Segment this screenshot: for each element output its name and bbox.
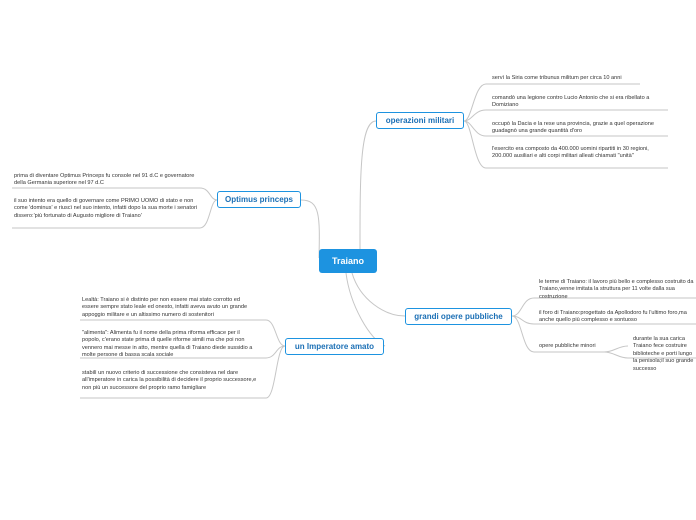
- subtopic-foro[interactable]: il foro di Traiano:progettato da Apollod…: [539, 310, 687, 324]
- subtopic-primo-uomo[interactable]: il suo intento era quello di governare c…: [14, 198, 198, 219]
- link-optimus: [300, 199, 320, 259]
- topic-operazioni-militari[interactable]: operazioni militari: [376, 112, 464, 129]
- subtopic-opere-minori[interactable]: opere pubbliche minori: [539, 343, 596, 349]
- subtopic-console[interactable]: prima di diventare Optimus Princeps fu c…: [14, 173, 195, 187]
- subtopic-alimenta[interactable]: "alimenta": Alimenta fu il nome della pr…: [82, 330, 253, 359]
- subtopic-dacia[interactable]: occupò la Dacia e la rese una provincia,…: [492, 121, 655, 135]
- topic-imperatore-amato[interactable]: un Imperatore amato: [285, 338, 384, 355]
- subtopic-successione[interactable]: stabilì un nuovo criterio di successione…: [82, 370, 257, 391]
- link-imperatore: [345, 272, 386, 347]
- topic-grandi-opere-pubbliche[interactable]: grandi opere pubbliche: [405, 308, 512, 325]
- link-opere: [351, 272, 406, 317]
- topic-optimus-princeps[interactable]: Optimus princeps: [217, 191, 301, 208]
- subtopic-terme[interactable]: le terme di Traiano: il lavoro più bello…: [539, 279, 694, 300]
- subtopic-esercito[interactable]: l'esercito era composto da 400.000 uomin…: [492, 146, 649, 160]
- central-topic[interactable]: Traiano: [319, 249, 377, 273]
- subtopic-lealta[interactable]: Lealtà: Traiano si è distinto per non es…: [82, 297, 248, 318]
- subtopic-legione[interactable]: comandò una legione contro Lucio Antonio…: [492, 95, 650, 109]
- subtopic-biblioteche[interactable]: durante la sua carica Traiano fece costr…: [633, 336, 694, 372]
- subtopic-siria[interactable]: servì la Siria come tribunus militum per…: [492, 75, 622, 81]
- link-operazioni: [359, 120, 377, 250]
